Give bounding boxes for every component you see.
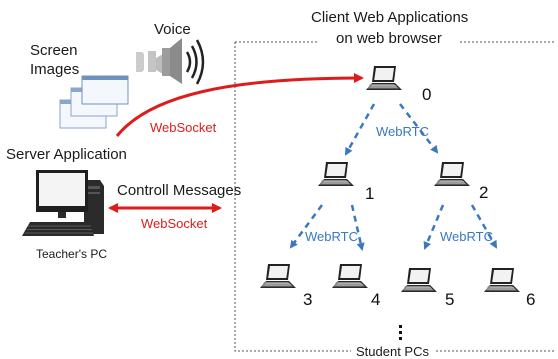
webrtc-edge-1-4 (350, 204, 365, 251)
webrtc-edge-1-3 (289, 204, 324, 249)
node-label-6: 6 (526, 290, 536, 309)
voice-label: Voice (154, 21, 191, 38)
webrtc-label-1: WebRTC (305, 229, 358, 244)
laptop-icon-node-3 (259, 263, 297, 289)
speaker-icon (136, 38, 205, 85)
node-label-2: 2 (479, 183, 489, 202)
node-label-3: 3 (303, 290, 313, 309)
laptop-icon-node-0 (365, 65, 403, 91)
student-pcs-label: Student PCs (351, 344, 434, 359)
screen-images-label-line2: Images (30, 61, 80, 78)
screen-images-icon (59, 75, 129, 129)
client-title-line2: on web browser (334, 30, 444, 47)
laptop-icon-node-5 (400, 267, 438, 293)
laptop-icon-node-2 (433, 161, 471, 187)
webrtc-label-0: WebRTC (376, 124, 429, 139)
websocket-label-top: WebSocket (150, 120, 217, 135)
teachers-pc-label: Teacher's PC (36, 247, 107, 261)
server-application-label: Server Application (6, 146, 127, 163)
node-label-1: 1 (365, 184, 375, 203)
screen-images-label-line1: Screen (30, 42, 78, 59)
websocket-label-bottom: WebSocket (141, 216, 208, 231)
more-students-ellipsis (399, 325, 402, 340)
desktop-pc-icon (22, 170, 104, 236)
node-label-5: 5 (445, 290, 455, 309)
laptop-icon-node-1 (317, 161, 355, 187)
client-title-line1: Client Web Applications (311, 9, 469, 26)
webrtc-arrows (289, 103, 498, 251)
webrtc-edge-0-1 (344, 103, 376, 156)
laptop-icon-node-4 (331, 263, 369, 289)
webrtc-edge-2-6 (470, 204, 498, 249)
client-area-boundary (234, 41, 556, 352)
node-label-4: 4 (371, 290, 381, 309)
laptop-icon-node-6 (483, 267, 521, 293)
webrtc-edge-2-5 (423, 204, 445, 250)
webrtc-label-2: WebRTC (440, 229, 493, 244)
controll-messages-label: Controll Messages (117, 182, 242, 199)
node-label-0: 0 (422, 85, 432, 104)
websocket-curve-arrow (115, 73, 364, 137)
